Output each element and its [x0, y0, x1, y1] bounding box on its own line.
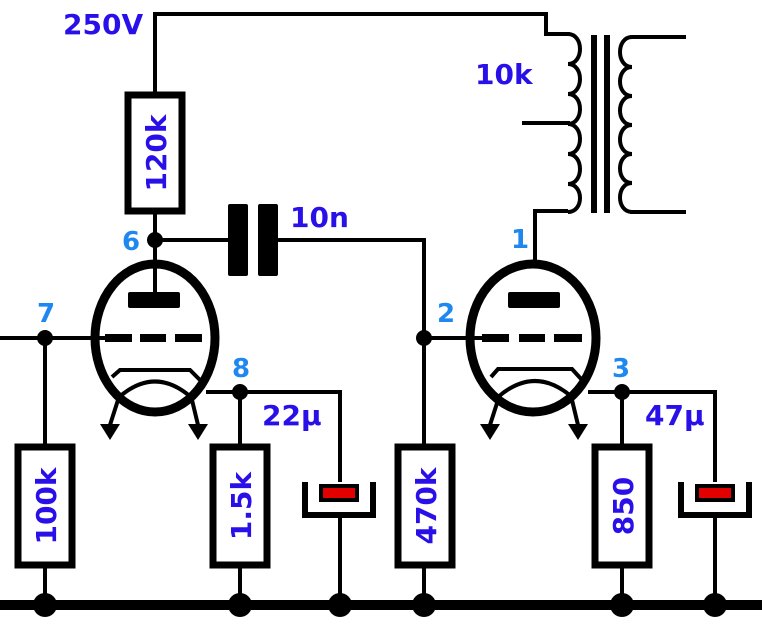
- resistor-120k: 120k: [124, 91, 186, 215]
- capacitor-22u: 22µ: [262, 399, 376, 518]
- svg-text:120k: 120k: [140, 113, 173, 191]
- node-label: 7: [37, 299, 55, 329]
- svg-text:850: 850: [607, 477, 640, 535]
- resistor-470k: 470k: [394, 443, 456, 569]
- node-label: 2: [437, 299, 455, 329]
- svg-text:100k: 100k: [30, 466, 63, 544]
- capacitor-47u: 47µ: [645, 399, 752, 518]
- resistor-850: 850: [591, 443, 653, 569]
- triode-2: [465, 259, 601, 440]
- node-label: 1: [511, 225, 529, 255]
- junction-dots: [33, 232, 727, 617]
- resistor-100k: 100k: [14, 443, 76, 569]
- svg-text:47µ: 47µ: [645, 399, 705, 432]
- capacitor-10n: 10n: [228, 201, 349, 276]
- svg-text:22µ: 22µ: [262, 399, 322, 432]
- node-label: 8: [232, 354, 250, 384]
- node-label: 6: [122, 227, 140, 257]
- output-transformer: 10k: [475, 32, 633, 214]
- triode-1: [90, 259, 220, 440]
- resistor-1.5k: 1.5k: [209, 443, 271, 569]
- svg-text:10k: 10k: [475, 58, 534, 91]
- node-label: 3: [612, 354, 630, 384]
- svg-text:10n: 10n: [290, 201, 349, 234]
- supply-voltage-label: 250V: [63, 8, 143, 41]
- svg-text:470k: 470k: [410, 466, 443, 544]
- svg-text:1.5k: 1.5k: [225, 471, 258, 541]
